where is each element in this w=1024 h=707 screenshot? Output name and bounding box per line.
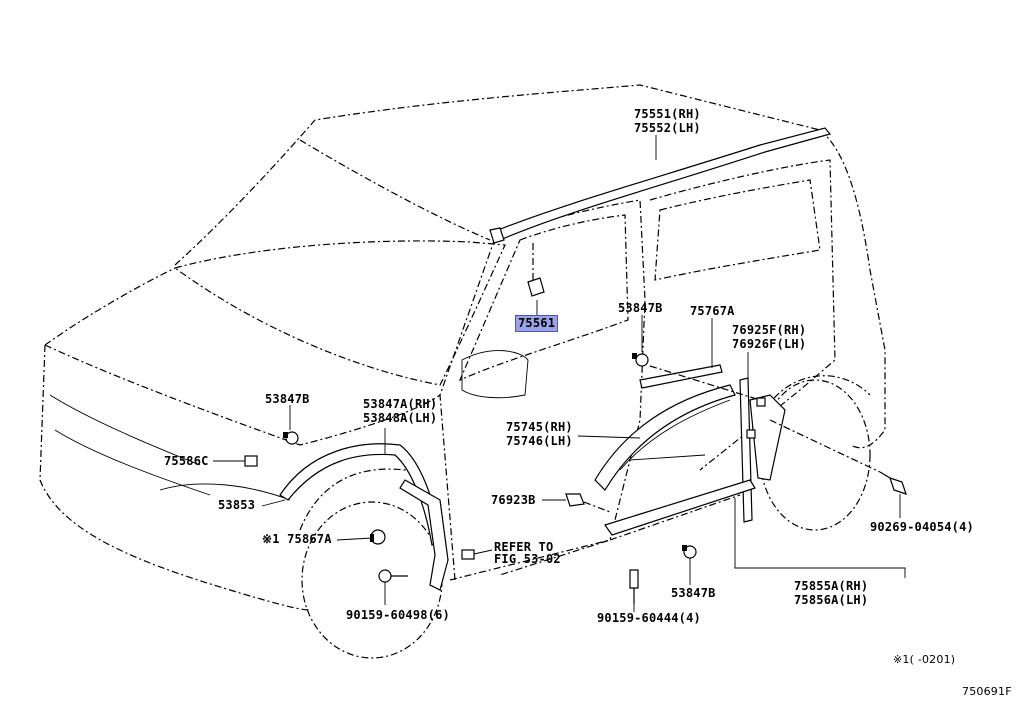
clip-refer-53-02 <box>461 549 475 560</box>
label-76925f: 76925F(RH) <box>732 323 807 337</box>
windshield-outline <box>173 240 506 386</box>
leader-53853 <box>261 499 286 507</box>
roof-drip-molding <box>491 127 832 241</box>
roof-outline <box>174 84 821 266</box>
side-mirror <box>461 350 529 399</box>
leader-53847b-top-dash <box>649 365 761 401</box>
label-75856a: 75856A(LH) <box>794 593 869 607</box>
label-53853: 53853 <box>218 498 256 512</box>
leader-76923b-dash <box>583 501 611 513</box>
label-76923b: 76923B <box>491 493 536 507</box>
label-75855a: 75855A(RH) <box>794 579 869 593</box>
label-refer-fig: FIG 53-02 <box>494 552 561 566</box>
pillar-clip <box>527 277 545 297</box>
leader-90269-dash <box>769 419 881 473</box>
screw-90159-60444 <box>629 569 639 604</box>
rear-wheel-arch <box>764 375 871 411</box>
label-53847a: 53847A(RH) <box>363 397 438 411</box>
label-53848a: 53848A(LH) <box>363 411 438 425</box>
label-53847b-left: 53847B <box>265 392 310 406</box>
clip-75867a <box>370 529 386 545</box>
roof-front-edge <box>299 139 491 241</box>
rear-door-frame <box>649 159 836 471</box>
clip-76923b <box>565 493 585 507</box>
label-76926f: 76926F(LH) <box>732 337 807 351</box>
roof-molding-front-end <box>489 227 505 244</box>
rocker-line <box>449 494 741 581</box>
belt-molding-75767a <box>639 364 723 389</box>
label-53847b-top: 53847B <box>618 301 663 315</box>
rear-window <box>654 179 821 281</box>
label-75867a: ※1 75867A <box>262 532 332 546</box>
label-refer-to: REFER TO <box>494 540 554 554</box>
screw-90159-60498 <box>378 569 408 583</box>
applicability-note: ※1( -0201) <box>893 653 956 666</box>
leader-refer <box>473 549 493 555</box>
label-53847b-bottom: 53847B <box>671 586 716 600</box>
label-90159-60498: 90159-60498(6) <box>346 608 450 622</box>
rear-clips <box>746 397 766 439</box>
front-window <box>458 214 629 382</box>
front-bumper <box>39 344 311 611</box>
clip-75586c <box>244 455 258 467</box>
label-75746: 75746(LH) <box>506 434 573 448</box>
leader-75745 <box>577 435 641 439</box>
label-75745: 75745(RH) <box>506 420 573 434</box>
door-protector-molding <box>594 384 736 491</box>
bolt-90269-04054 <box>879 471 907 495</box>
clip-53847b-left <box>283 431 299 445</box>
headlamp <box>159 483 291 501</box>
front-wheel <box>301 501 443 659</box>
grille <box>49 394 211 496</box>
a-pillar <box>439 237 496 581</box>
label-90159-60444: 90159-60444(4) <box>597 611 701 625</box>
door-molding-detail <box>619 399 731 471</box>
leader-75867a <box>336 537 373 541</box>
figure-code: 750691F <box>962 685 1012 698</box>
label-75561-highlighted[interactable]: 75561 <box>515 315 559 332</box>
rear-body <box>819 129 886 449</box>
clip-53847b-top <box>632 353 649 367</box>
label-75552: 75552(LH) <box>634 121 701 135</box>
clip-53847b-bottom <box>682 545 697 559</box>
rear-flare <box>749 394 786 481</box>
label-75767a: 75767A <box>690 304 735 318</box>
label-90269-04054: 90269-04054(4) <box>870 520 974 534</box>
label-75586c: 75586C <box>164 454 209 468</box>
fender-liner <box>399 479 449 591</box>
leader-75855a-box <box>734 498 906 578</box>
rocker-molding <box>604 479 756 536</box>
label-75551: 75551(RH) <box>634 107 701 121</box>
